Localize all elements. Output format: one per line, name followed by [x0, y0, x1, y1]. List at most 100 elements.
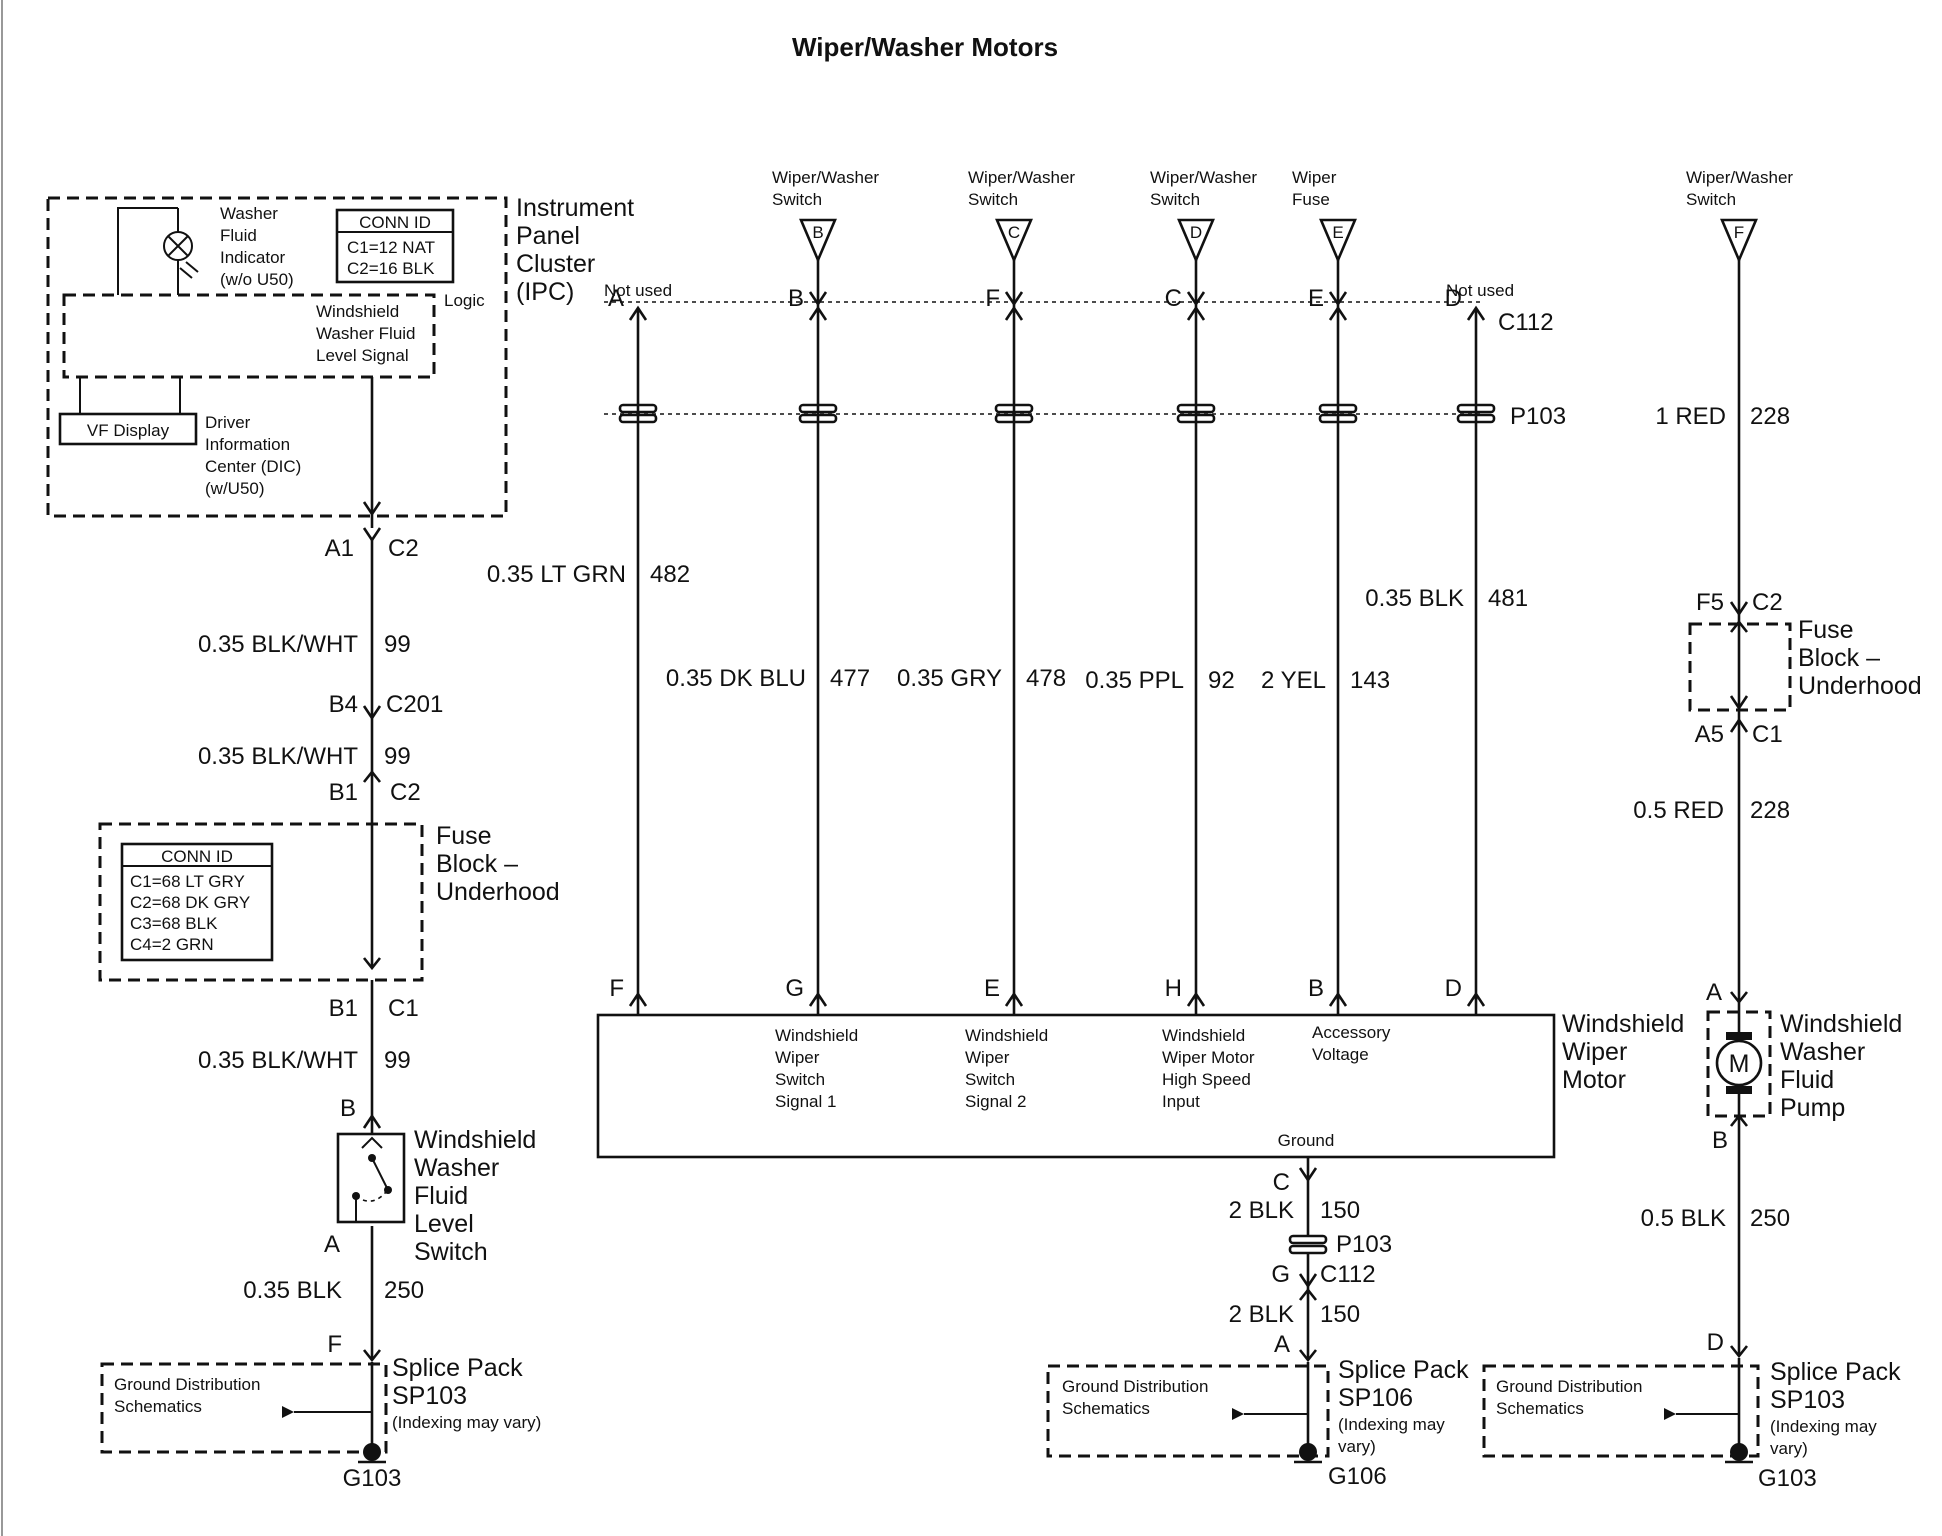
circuit-number: 92 [1208, 667, 1235, 694]
splice-note-center: (Indexing may vary) [1338, 1415, 1450, 1456]
source-triangle-icon [1319, 218, 1357, 264]
circuit-number: 477 [830, 665, 870, 692]
circuit-number: 482 [650, 561, 690, 588]
source-letter: E [1332, 223, 1343, 242]
motor-label-accessory: Accessory Voltage [1312, 1023, 1395, 1064]
fuse-conn-id-title: CONN ID [161, 847, 233, 866]
washer-level-switch: Windshield Washer Fluid Level Switch [336, 1126, 536, 1266]
splice-dashed-box [1482, 1364, 1760, 1458]
not-used-right: Not used [1446, 281, 1514, 300]
wire-label-blkwht-1: 0.35 BLK/WHT [198, 631, 358, 658]
pin-b1-bottom: B1 [329, 995, 358, 1022]
right-fuse-block: Fuse Block – Underhood [1688, 616, 1922, 712]
splice-dashed-box [1046, 1364, 1330, 1458]
circuit-150-2: 150 [1320, 1301, 1360, 1328]
source-letter: C [1008, 223, 1020, 242]
ipc-logic-box [62, 293, 436, 379]
top-pin-F: F [985, 285, 1000, 312]
wiper-motor-name: Windshield Wiper Motor [1562, 1010, 1691, 1094]
splice-dashed-box [100, 1362, 388, 1454]
pin-d-splice-right: D [1707, 1329, 1724, 1356]
circuit-99-1: 99 [384, 631, 411, 658]
ground-g106: G106 [1328, 1463, 1387, 1490]
right-ground-splice: Ground Distribution Schematics Splice Pa… [1482, 1358, 1908, 1492]
circuit-228-2: 228 [1750, 797, 1790, 824]
motor-label-ground: Ground [1278, 1131, 1335, 1150]
fuse-conn-c2: C2=68 DK GRY [130, 893, 250, 912]
indicator-wire-left [117, 207, 178, 295]
top-pin-E: E [1308, 285, 1324, 312]
pin-c-ground: C [1273, 1169, 1290, 1196]
left-ground-splice: Ground Distribution Schematics Splice Pa… [100, 1354, 541, 1492]
fuse-block-name: Fuse Block – Underhood [436, 822, 560, 906]
pin-g-ground: G [1271, 1261, 1290, 1288]
splice-arrow-icon [1664, 1408, 1676, 1420]
splice-name-left: Splice Pack SP103 [392, 1354, 530, 1410]
fuse-conn-c3: C3=68 BLK [130, 914, 218, 933]
ipc-signal-label: Windshield Washer Fluid Level Signal [316, 302, 420, 365]
right-source-name: Wiper/Washer Switch [1686, 168, 1798, 209]
splice-name-right: Splice Pack SP103 [1770, 1358, 1908, 1414]
splice-arrow-icon [1232, 1408, 1244, 1420]
bottom-pin-H: H [1165, 975, 1182, 1002]
wire-label-1red: 1 RED [1655, 403, 1726, 430]
wire-label-05red: 0.5 RED [1633, 797, 1724, 824]
arrow-down-icon [1729, 1345, 1749, 1359]
conn-c1-right: C1 [1752, 721, 1783, 748]
wire-label: 0.35 DK BLU [666, 665, 806, 692]
conn-p103-ground: P103 [1336, 1231, 1392, 1258]
p103-terminal-icon [1456, 403, 1496, 414]
ground-g103-right: G103 [1758, 1465, 1817, 1492]
light-ray-icon [185, 261, 199, 273]
pin-a5: A5 [1695, 721, 1724, 748]
circuit-number: 143 [1350, 667, 1390, 694]
ground-icon [1299, 1443, 1317, 1461]
conn-c201: C201 [386, 691, 443, 718]
wire-label-blkwht-2: 0.35 BLK/WHT [198, 743, 358, 770]
right-source-letter: F [1734, 223, 1744, 242]
p103-terminal-icon [1288, 1234, 1328, 1245]
vf-display-box [58, 412, 198, 446]
wire-label-2blk-1: 2 BLK [1229, 1197, 1294, 1224]
right-source: Wiper/Washer Switch F [1686, 168, 1798, 264]
bottom-pin-F: F [609, 975, 624, 1002]
circuit-250-left: 250 [384, 1277, 424, 1304]
ipc-module: Logic Washer Fluid Indicator (w/o U50) C… [46, 194, 634, 518]
source-triangle-icon [1177, 218, 1215, 264]
ground-icon [1730, 1443, 1748, 1461]
fuse-block-dashed-box [98, 822, 424, 982]
pin-f5: F5 [1696, 589, 1724, 616]
source-letter: D [1190, 223, 1202, 242]
conn-c1-fuse: C1 [388, 995, 419, 1022]
center-ground-splice: Ground Distribution Schematics Splice Pa… [1046, 1356, 1469, 1490]
vf-display-label: VF Display [87, 421, 170, 440]
circuit-number: 478 [1026, 665, 1066, 692]
circuit-150-1: 150 [1320, 1197, 1360, 1224]
arrow-down-icon [1186, 291, 1206, 307]
conn-c112-ground: C112 [1320, 1261, 1376, 1288]
p103-terminal-icon [994, 403, 1034, 414]
ipc-conn-c1: C1=12 NAT [347, 238, 435, 257]
fuse-conn-c1: C1=68 LT GRY [130, 872, 245, 891]
motor-icon [1715, 1039, 1763, 1087]
circuit-number: 481 [1488, 585, 1528, 612]
source-triangle-icon [799, 218, 837, 264]
indicator-lamp-icon [163, 231, 193, 261]
conn-c2-ipc: C2 [388, 535, 419, 562]
pin-a-switch: A [324, 1231, 340, 1258]
switch-contact-icon [371, 1157, 389, 1191]
arrow-down-icon [1328, 291, 1348, 307]
source-letter: B [812, 223, 823, 242]
wire-label-blk-250: 0.35 BLK [243, 1277, 342, 1304]
pin-b4: B4 [329, 691, 358, 718]
